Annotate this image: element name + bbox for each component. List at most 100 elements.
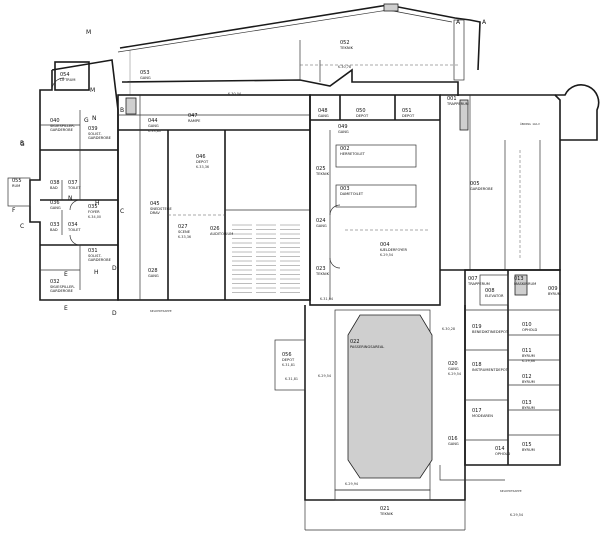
level-annotation: K.30,04 <box>228 92 241 96</box>
room-name: ELEVATOR <box>485 294 504 298</box>
section-marker: D <box>112 265 117 272</box>
room-number: 004 <box>380 242 390 248</box>
room-name: BYRUM <box>548 292 561 296</box>
room-number: 021 <box>380 506 390 512</box>
room-number: 024 <box>316 218 326 224</box>
room-number: 001 <box>447 96 457 102</box>
room-name: SOLIST- <box>88 132 102 136</box>
room-level: K.29,66 <box>522 359 535 363</box>
room-number: 035 <box>88 204 98 210</box>
note-bottom-right: KÆLDERTRAPPE <box>500 489 522 493</box>
note-right-side: ÅBNING GULV <box>520 121 540 126</box>
room-number: 023 <box>316 266 326 272</box>
room-name: SKUESPILLER- <box>50 285 76 289</box>
section-marker: H <box>95 200 100 207</box>
room-name: GANG <box>140 76 151 80</box>
section-marker: B <box>20 140 24 147</box>
room-number: 028 <box>148 268 158 274</box>
north-wing <box>117 3 481 96</box>
room-number: 019 <box>472 324 482 330</box>
room-name: TEKNIK <box>339 46 354 50</box>
room-name: RAMPE <box>188 119 201 123</box>
level-annotation: K.29,54 <box>318 374 331 378</box>
room-name: TRAPPERUM <box>446 102 469 106</box>
room-number: 027 <box>178 224 188 230</box>
room-name: OPHOLD <box>522 328 538 332</box>
room-name: BYRUM <box>522 406 535 410</box>
section-marker: M <box>90 87 95 94</box>
east-block <box>309 94 441 306</box>
room-name: BAD <box>50 186 58 190</box>
room-number: 020 <box>448 361 458 367</box>
southeast-block <box>439 269 561 481</box>
room-number: 009 <box>548 286 558 292</box>
room-name: GANG <box>318 114 329 118</box>
room-level: K.29,54 <box>380 253 393 257</box>
room-number: 015 <box>522 442 532 448</box>
room-number: 013 <box>522 400 532 406</box>
room-name: SNEDSTEGE <box>150 207 173 211</box>
room-level: K.33,36 <box>178 235 191 239</box>
room-name: DEPOT <box>282 358 295 362</box>
room-number: 018 <box>472 362 482 368</box>
room-name: DEPOT <box>402 114 415 118</box>
level-markers: K.30,78K.30,04K.31,94K.31,81K.29,54K.29,… <box>228 65 523 517</box>
room-number: 051 <box>402 108 412 114</box>
south-block <box>274 305 466 531</box>
room-number: 049 <box>338 124 348 130</box>
room-name: GANG <box>148 124 159 128</box>
level-annotation: K.30,78 <box>338 65 351 69</box>
room-name: DEPOT <box>196 160 209 164</box>
room-number: 031 <box>88 248 98 254</box>
room-name: DEPOT <box>356 114 369 118</box>
section-marker: N <box>68 195 73 202</box>
room-name: GANG <box>448 442 459 446</box>
room-number: 025 <box>316 166 326 172</box>
room-name: TOILET <box>67 228 81 232</box>
room-number: 048 <box>318 108 328 114</box>
room-number: 014 <box>495 446 505 452</box>
section-marker: N <box>92 115 97 122</box>
room-number: 040 <box>50 118 60 124</box>
room-level: K.34,00 <box>88 215 101 219</box>
room-name: GARDEROBE <box>88 258 112 262</box>
room-number: 045 <box>150 201 160 207</box>
room-number: 017 <box>472 408 482 414</box>
room-name: GANG <box>338 130 349 134</box>
section-marker: F <box>12 207 16 214</box>
room-number: 038 <box>50 180 60 186</box>
room-number: 011 <box>522 348 532 354</box>
section-marker: E <box>64 305 68 312</box>
room-level: K.29,54 <box>448 372 461 376</box>
room-name: TOILET <box>67 186 81 190</box>
level-annotation: K.29,94 <box>345 482 358 486</box>
room-name: GANG <box>448 367 459 371</box>
room-name: LIFTRUM <box>60 78 76 82</box>
room-number: 036 <box>50 200 60 206</box>
room-number: 037 <box>68 180 78 186</box>
room-name: AUDITORIUM <box>210 232 233 236</box>
level-annotation: K.30,28 <box>442 327 455 331</box>
section-marker: A <box>456 19 461 26</box>
room-name: BYRUM <box>522 380 535 384</box>
room-name: RUM <box>12 184 20 188</box>
room-name: GANG <box>50 206 61 210</box>
room-level: K.33,80 <box>148 129 161 133</box>
room-number: 039 <box>88 126 98 132</box>
room-name: MASKINRUM <box>514 282 536 286</box>
section-marker: E <box>64 271 68 278</box>
level-annotation: K.31,94 <box>320 297 333 301</box>
room-number: 047 <box>188 113 198 119</box>
room-number: 033 <box>50 222 60 228</box>
section-marker: G <box>20 141 25 148</box>
room-name: BYRUM <box>522 354 535 358</box>
room-name: BYRUM <box>522 448 535 452</box>
passeringsareal-hatch <box>347 314 433 479</box>
room-number: 013 <box>514 276 524 282</box>
room-level: K.31,81 <box>282 363 295 367</box>
room-number: 010 <box>522 322 532 328</box>
room-name: TEKNIK <box>379 512 394 516</box>
section-marker: C <box>120 208 124 215</box>
room-level: K.33,36 <box>196 165 209 169</box>
room-name: GANG <box>148 274 159 278</box>
